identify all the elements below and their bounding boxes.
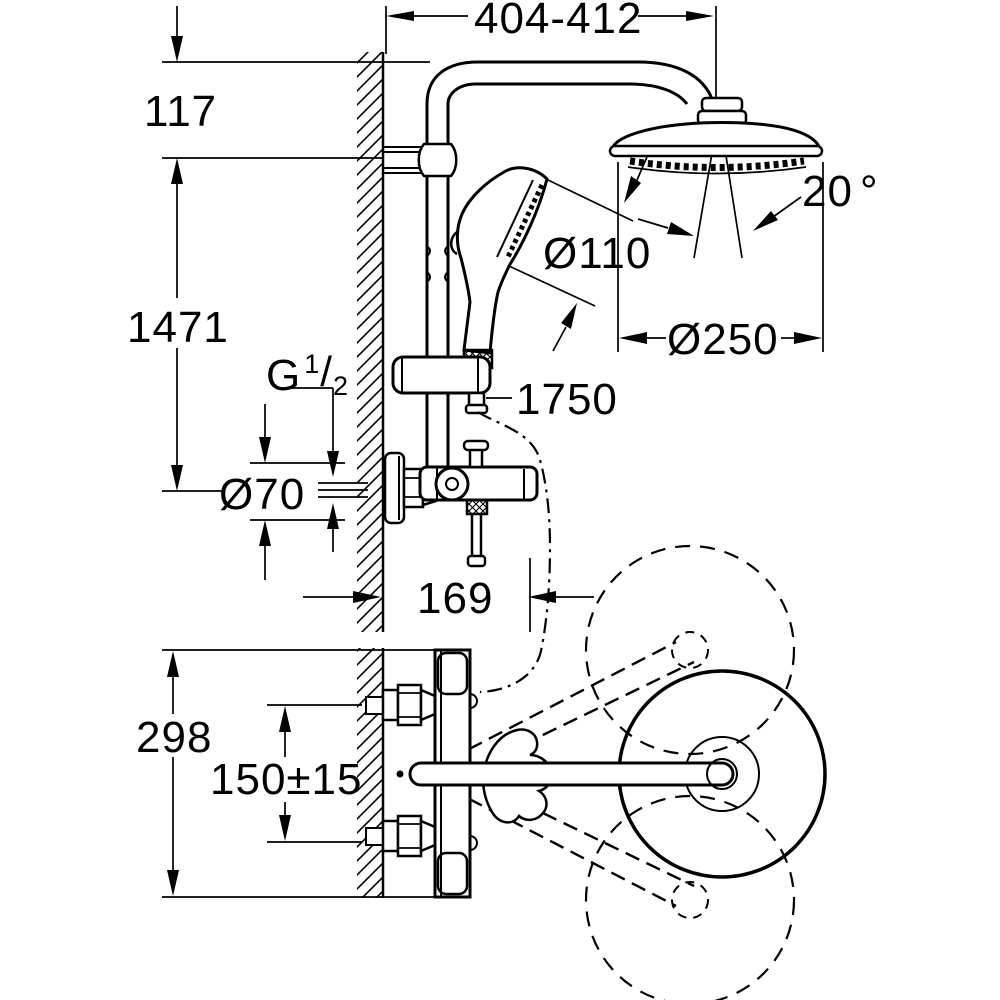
dim-rosette-diameter: Ø70 [219,404,345,580]
dim-spout-depth: 169 [303,574,594,623]
hose-connector-foot [466,554,487,568]
dim-label-tilt-angle: 20° [802,167,879,216]
supply-stub-lines [318,482,368,498]
dashed-headshower-position-upper [584,544,796,756]
shower-pipe [425,60,714,467]
shower-arm-plan [408,761,735,787]
dim-label-inlet-spacing: 150±15 [210,755,363,804]
head-shower [608,121,824,175]
ball-joint [696,96,748,126]
hand-shower-nozzles [504,183,545,261]
head-shower-dome [609,121,823,151]
dim-label-headshower-diameter: Ø250 [667,315,779,364]
arrowhead [686,11,714,21]
control-knob [434,466,470,502]
dashed-arm-positions [447,640,695,908]
wall-bracket [383,142,458,178]
wall-hatching [357,52,383,632]
hose-outlet-nut [465,498,489,516]
dim-label-plan-height: 298 [136,713,212,762]
dim-label-spout-depth: 169 [417,574,493,623]
center-mark [396,770,404,778]
dim-label-hose-length: 1750 [516,375,618,424]
dim-wall-offset: 117 [144,6,217,136]
dim-handshower-diameter: Ø110 [543,156,651,352]
head-shower-nozzles [629,157,805,171]
ball-joint-plan [706,758,738,790]
rail-joint-detail [426,245,449,283]
dim-label-handshower-diameter: Ø110 [543,229,651,278]
dim-height: 1471 [127,158,229,491]
dim-inlet-spacing: 150±15 [210,704,363,843]
dashed-headshower-position-lower [584,794,796,1000]
dim-hose-length: 1750 [486,375,618,424]
swivel-range [447,544,796,1000]
plan-wall-hatching [357,648,383,898]
hand-shower-button [450,229,460,256]
dashed-arm-end-lower [671,881,709,919]
dim-label-rosette-diameter: Ø70 [219,470,305,519]
plan-union-upper [365,683,437,727]
shower-hose [477,411,552,694]
arrowhead [386,11,414,21]
diverter-knob [462,439,490,452]
dashed-arm-end-upper [671,631,709,669]
dim-plan-height: 298 [136,651,212,896]
head-shower-rim [608,144,824,158]
dim-headshower-diameter: Ø250 [619,315,822,364]
hand-shower [450,166,549,370]
dim-label-top-width: 404-412 [474,0,642,43]
mixer [418,439,539,568]
hand-shower-body [455,166,549,355]
plan-union-lower [365,814,437,858]
dim-tilt-angle: 20° [637,167,879,236]
dim-label-height: 1471 [127,303,229,352]
hand-shower-holder [391,355,492,415]
dim-label-wall-offset: 117 [144,87,217,136]
dim-top-width: 404-412 [386,0,714,43]
top-view: 298 150±15 [136,544,827,1000]
